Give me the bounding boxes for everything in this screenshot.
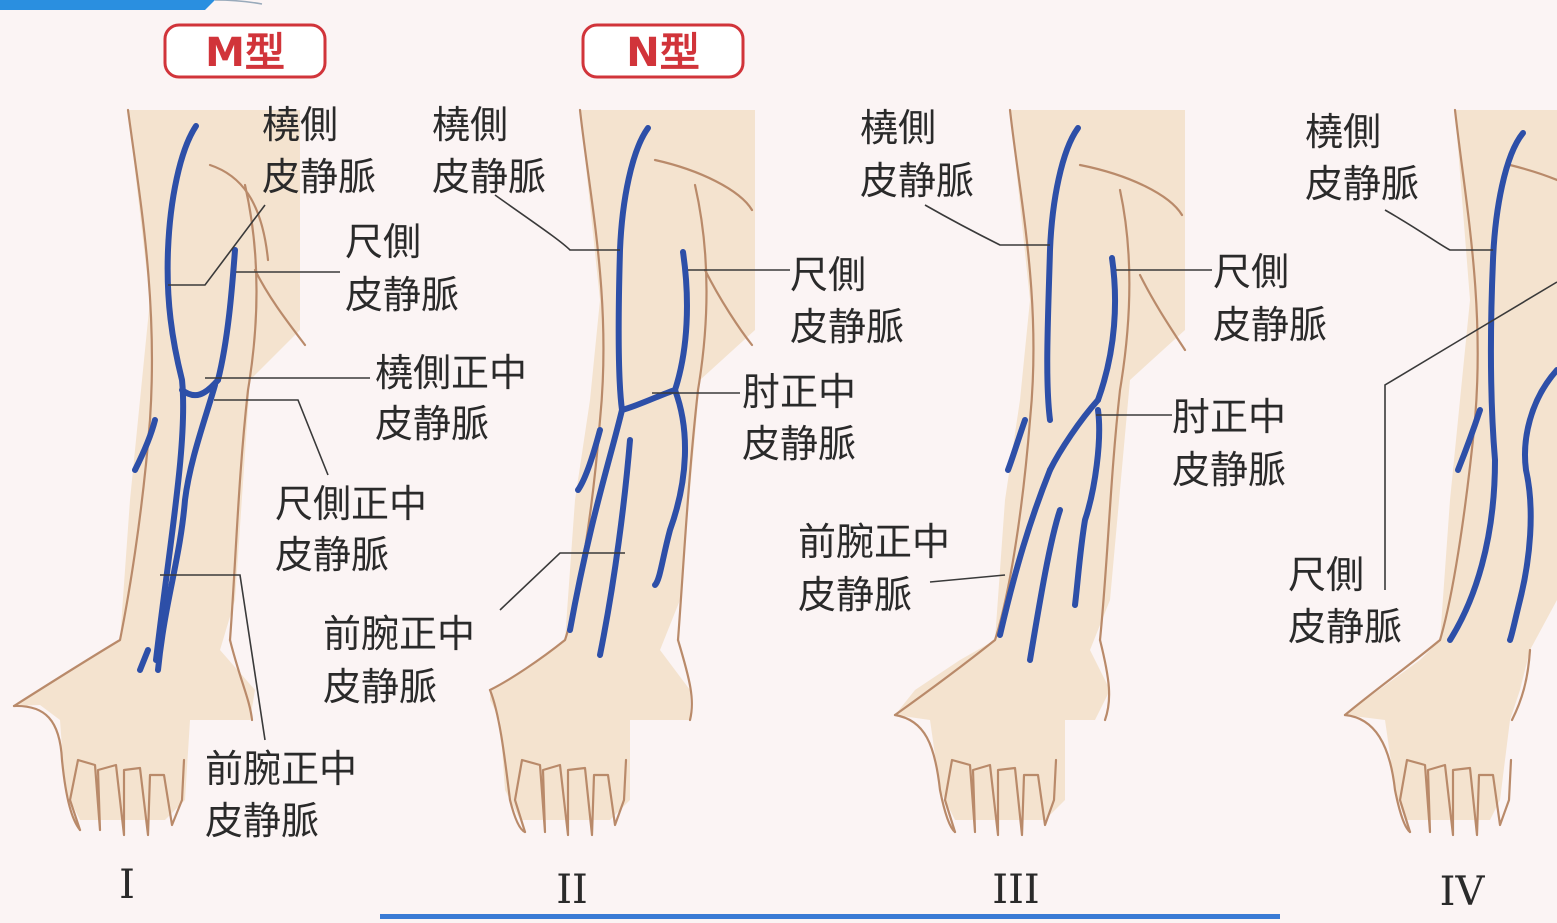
type-m-badge: M型 <box>165 25 325 77</box>
label-radial-1: 橈側 <box>860 106 936 150</box>
label-ulnar-1: 尺側 <box>1213 250 1289 294</box>
label-ulnar-2: 皮静脈 <box>1213 303 1327 347</box>
label-median-antebrachial-1: 前腕正中 <box>798 520 950 564</box>
label-median-antebrachial-2: 皮静脈 <box>205 799 319 843</box>
type-m-label: M型 <box>205 30 285 76</box>
label-radial-2: 皮静脈 <box>432 155 546 199</box>
label-radial-1: 橈側 <box>432 103 508 147</box>
label-median-cubital-1: 肘正中 <box>742 370 856 414</box>
label-radial-1: 橈側 <box>1305 110 1381 154</box>
panel-numeral-4: IV <box>1440 869 1486 915</box>
label-median-cephalic-1: 橈側正中 <box>375 351 527 395</box>
type-n-badge: N型 <box>583 25 743 77</box>
corner-tab <box>0 0 215 10</box>
label-radial-2: 皮静脈 <box>262 155 376 199</box>
label-ulnar-1: 尺側 <box>345 220 421 264</box>
label-median-cubital-2: 皮静脈 <box>1172 448 1286 492</box>
panel-numeral-2: II <box>556 867 588 913</box>
arm-skin <box>895 110 1185 820</box>
label-median-basilic-1: 尺側正中 <box>275 482 427 526</box>
leader-median-antebrachial <box>930 575 1005 582</box>
label-median-antebrachial-2: 皮静脈 <box>323 665 437 709</box>
label-radial-2: 皮静脈 <box>860 159 974 203</box>
label-median-cephalic-2: 皮静脈 <box>375 402 489 446</box>
label-median-cubital-1: 肘正中 <box>1172 395 1286 439</box>
label-radial-1: 橈側 <box>262 103 338 147</box>
panel-numeral-1: I <box>119 862 135 908</box>
label-median-antebrachial-2: 皮静脈 <box>798 573 912 617</box>
label-ulnar-1: 尺側 <box>1288 553 1364 597</box>
label-radial-2: 皮静脈 <box>1305 162 1419 206</box>
panel-3: 橈側 皮静脈 尺側 皮静脈 肘正中 皮静脈 前腕正中 皮静脈 III <box>798 106 1327 913</box>
corner-tab-edge <box>215 0 262 4</box>
label-median-basilic-2: 皮静脈 <box>275 533 389 577</box>
label-median-antebrachial-1: 前腕正中 <box>323 612 475 656</box>
label-ulnar-2: 皮静脈 <box>345 273 459 317</box>
panel-numeral-3: III <box>992 867 1039 913</box>
label-ulnar-1: 尺側 <box>790 253 866 297</box>
label-median-cubital-2: 皮静脈 <box>742 422 856 466</box>
bottom-rule <box>380 914 1280 919</box>
panel-4: 橈側 皮静脈 尺側 皮静脈 IV <box>1288 110 1557 915</box>
label-ulnar-2: 皮静脈 <box>790 305 904 349</box>
panel-1: 橈側 皮静脈 尺側 皮静脈 橈側正中 皮静脈 尺側正中 皮静脈 前腕正中 皮静脈… <box>14 103 527 908</box>
label-ulnar-2: 皮静脈 <box>1288 605 1402 649</box>
label-median-antebrachial-1: 前腕正中 <box>205 747 357 791</box>
type-n-label: N型 <box>626 30 699 76</box>
